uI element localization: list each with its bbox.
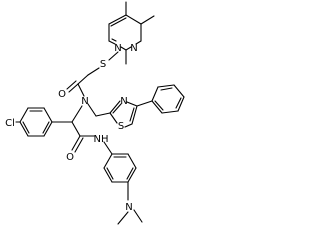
molecule-structure-diagram: S N N O N S N Cl O NH N (5, 1, 185, 225)
atom-n-amide: N (81, 96, 88, 107)
phenyl-ring (151, 84, 185, 114)
thioether-linker (77, 51, 119, 97)
dimethylaminophenyl-ring (103, 153, 143, 225)
atom-s-thioether: S (100, 59, 106, 70)
atom-n-pyrimidine-right: N (130, 43, 137, 54)
atom-s-thiazole: S (118, 121, 124, 132)
atom-n-dimethyl: N (125, 202, 132, 213)
atom-nh-amide: NH (94, 134, 109, 145)
atom-labels: S N N O N S N Cl O NH N (5, 43, 138, 213)
bond-lines (15, 1, 185, 225)
thiazole-ring (109, 100, 153, 128)
pyrimidine-ring (108, 1, 155, 65)
atom-o-acyl: O (58, 89, 66, 100)
atom-cl: Cl (5, 118, 15, 129)
atom-n-thiazole: N (120, 96, 127, 107)
amide-group (71, 121, 113, 155)
chlorophenyl-ring (15, 107, 73, 137)
central-amine-bonds (71, 103, 111, 123)
atom-n-pyrimidine-left: N (114, 43, 121, 54)
atom-o-amide: O (66, 152, 74, 163)
acyl-carbonyl (66, 80, 79, 93)
